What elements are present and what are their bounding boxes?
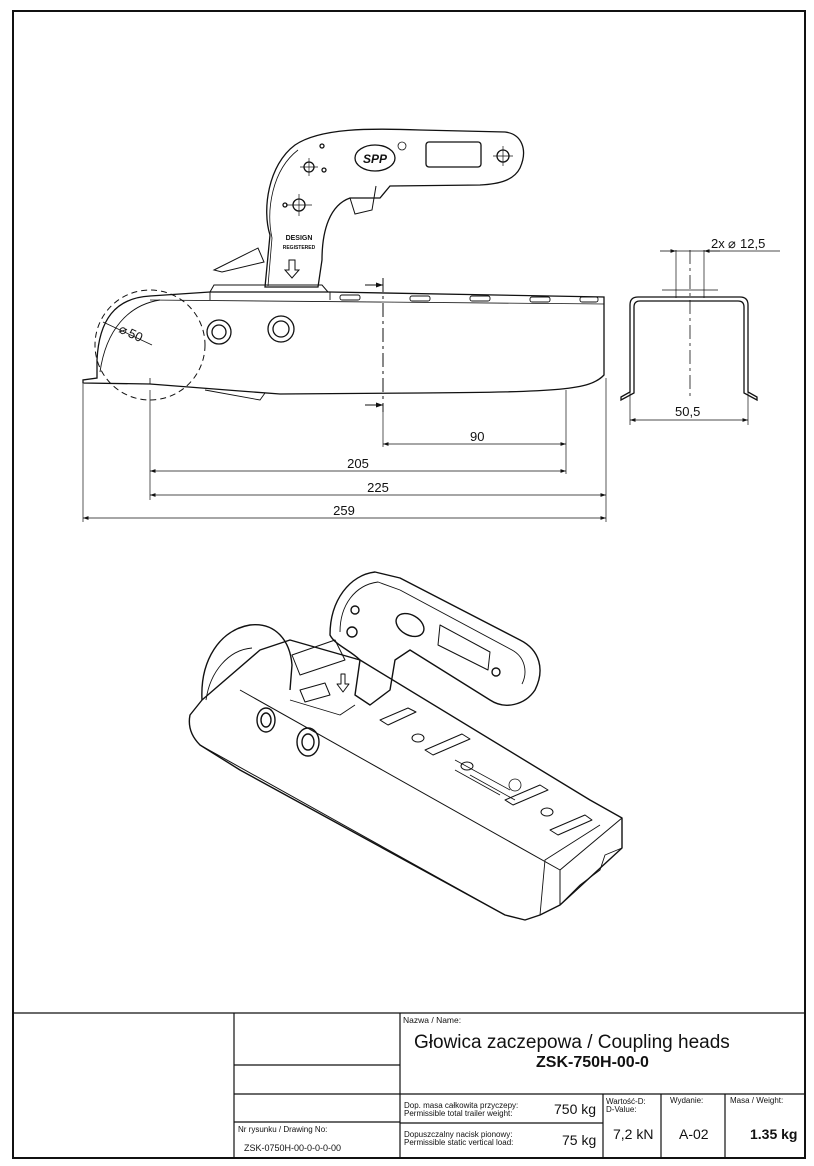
edition-value: A-02 bbox=[679, 1126, 709, 1142]
dim-90: 90 bbox=[470, 429, 484, 444]
dim-holes-diameter-symbol: ⌀ bbox=[728, 236, 736, 251]
diameter-ball-label: ⌀ 50 bbox=[117, 321, 146, 345]
section-view bbox=[620, 249, 780, 425]
design-stamp-line1: DESIGN bbox=[286, 235, 313, 242]
name-label: Nazwa / Name: bbox=[403, 1015, 462, 1025]
vertical-load-label-en: Permissible static vertical load: bbox=[404, 1138, 514, 1147]
iso-body bbox=[188, 639, 623, 921]
dim-holes-diameter: 12,5 bbox=[740, 236, 765, 251]
side-view bbox=[82, 128, 607, 522]
sheet-border bbox=[12, 10, 806, 1159]
iso-handle bbox=[329, 571, 541, 706]
dim-259: 259 bbox=[333, 503, 355, 518]
logo-text: SPP bbox=[363, 152, 388, 166]
weight-label: Masa / Weight: bbox=[730, 1096, 784, 1105]
handle-lever bbox=[264, 128, 525, 288]
total-weight-label-en: Permissible total trailer weight: bbox=[404, 1109, 513, 1118]
dim-205: 205 bbox=[347, 456, 369, 471]
isometric-view bbox=[188, 571, 623, 921]
total-weight-value: 750 kg bbox=[554, 1101, 597, 1117]
d-value-label-en: D-Value: bbox=[606, 1105, 637, 1114]
dim-225: 225 bbox=[367, 480, 389, 495]
weight-value: 1.35 kg bbox=[750, 1126, 798, 1142]
drawing-code: ZSK-750H-00-0 bbox=[536, 1054, 649, 1071]
d-value: 7,2 kN bbox=[613, 1126, 654, 1142]
vertical-load-value: 75 kg bbox=[562, 1132, 597, 1148]
total-weight-label-pl: Dop. masa całkowita przyczepy: bbox=[404, 1101, 519, 1110]
title-block-frame bbox=[13, 1012, 805, 1158]
dim-section-width: 50,5 bbox=[675, 404, 700, 419]
d-value-label-pl: Wartość-D: bbox=[606, 1097, 646, 1106]
drawing-no-value: ZSK-0750H-00-0-0-0-00 bbox=[244, 1143, 342, 1153]
edition-label: Wydanie: bbox=[670, 1096, 704, 1105]
drawing-no-label: Nr rysunku / Drawing No: bbox=[238, 1125, 328, 1134]
drawing-title: Głowica zaczepowa / Coupling heads bbox=[414, 1032, 730, 1053]
dim-holes-count: 2x bbox=[711, 236, 725, 251]
vertical-load-label-pl: Dopuszczalny nacisk pionowy: bbox=[404, 1130, 513, 1139]
svg-text:50: 50 bbox=[126, 325, 145, 345]
coupling-body bbox=[82, 291, 605, 395]
design-stamp-line2: REGISTERED bbox=[283, 245, 316, 251]
ball-outline bbox=[94, 289, 206, 401]
section-profile bbox=[620, 296, 758, 402]
